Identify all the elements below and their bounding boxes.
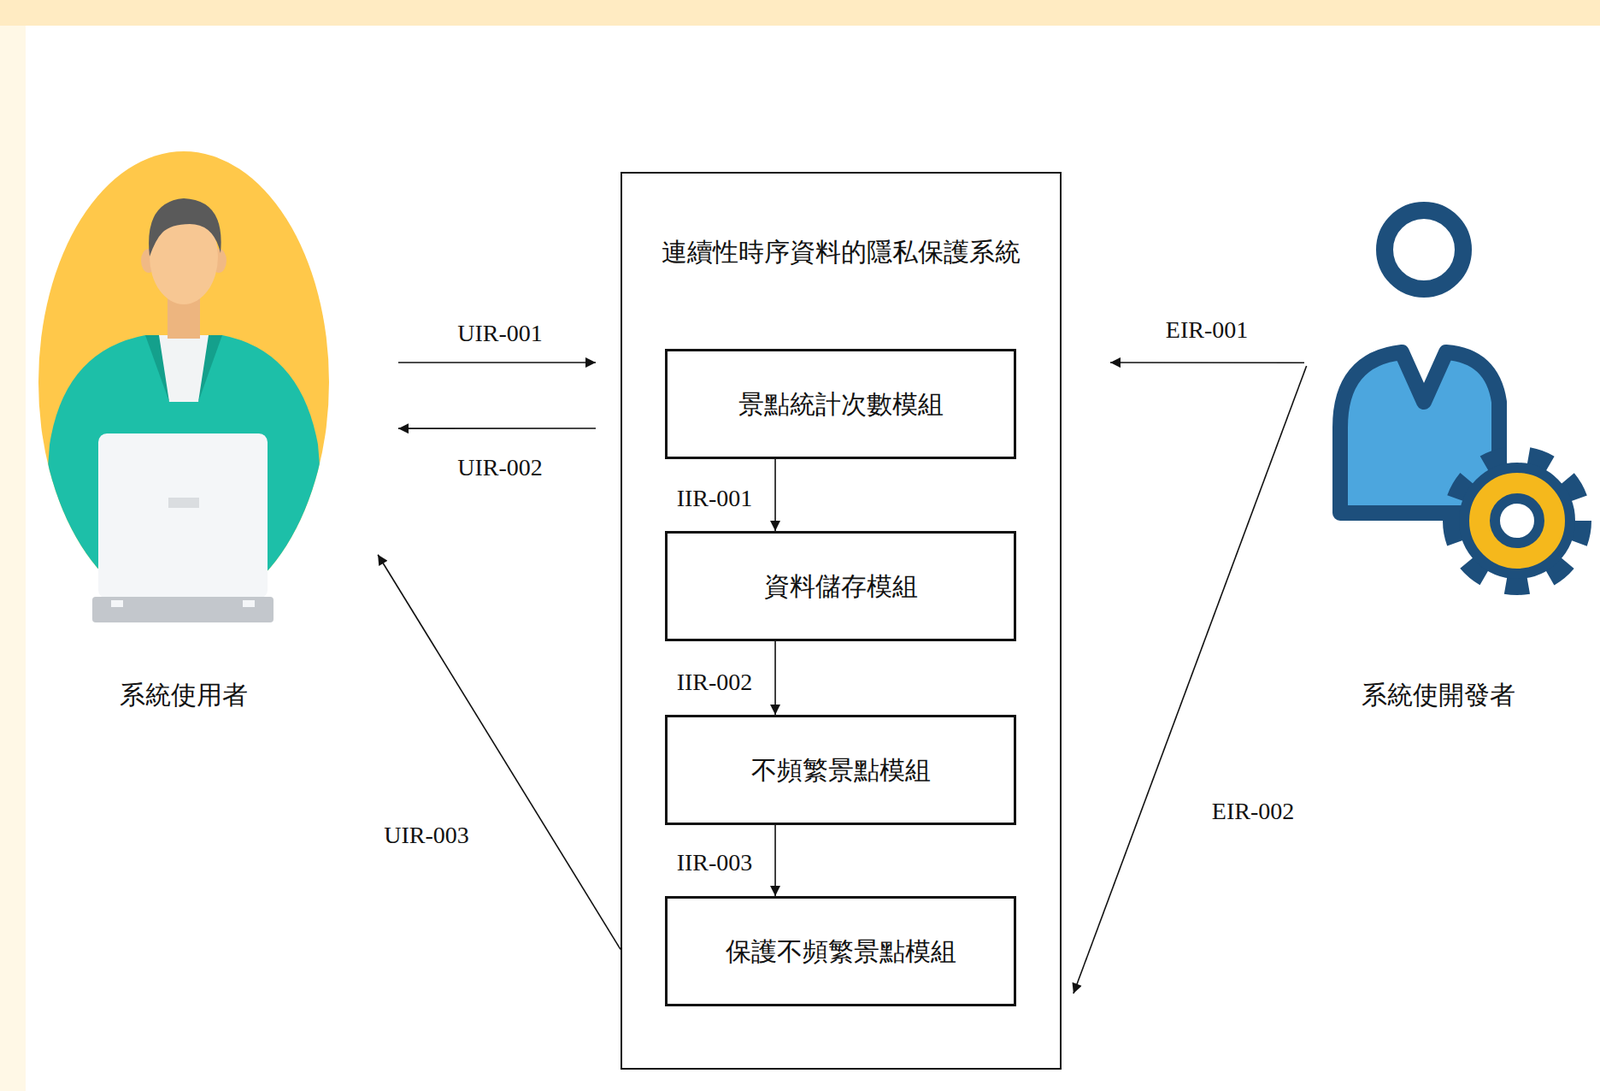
connector-arrow [774, 458, 777, 531]
connector-arrow [1110, 361, 1305, 364]
system-title: 連續性時序資料的隱私保護系統 [622, 173, 1060, 268]
laptop-hinge [242, 600, 255, 607]
side-band [0, 25, 26, 1091]
actor-label: 系統使用者 [34, 679, 334, 711]
process-box: 資料儲存模組 [664, 530, 1017, 642]
actor-developer: 系統使開發者 [1307, 170, 1599, 727]
interface-label: UIR-001 [455, 319, 545, 348]
module-label: 保護不頻繁景點模組 [725, 935, 957, 967]
gear-body [1464, 467, 1571, 574]
actor-label: 系統使開發者 [1307, 679, 1570, 711]
user-hair [148, 198, 222, 257]
user-lapel [145, 335, 170, 402]
developer-illustration [1340, 210, 1581, 584]
module-label: 資料儲存模組 [764, 570, 918, 602]
interface-label: UIR-003 [382, 821, 471, 849]
connector-arrow [1073, 365, 1307, 994]
laptop-base [92, 596, 274, 623]
interface-label: IIR-002 [675, 668, 755, 696]
connector-arrow [377, 554, 621, 950]
process-box: 景點統計次數模組 [664, 348, 1017, 459]
actor-user: 系統使用者 [34, 145, 377, 727]
user-illustration [34, 151, 336, 650]
connector-arrow [774, 824, 777, 896]
connector-arrow [398, 427, 596, 430]
user-jacket [34, 335, 336, 650]
laptop-lid [98, 433, 268, 599]
interface-label: UIR-002 [455, 453, 545, 482]
module-label: 不頻繁景點模組 [751, 754, 931, 786]
connector-arrow [774, 641, 777, 715]
user-lapel [198, 335, 223, 402]
interface-label: IIR-001 [675, 484, 755, 512]
connector-arrow [398, 361, 596, 364]
gear-hole [1494, 498, 1540, 543]
laptop-logo [168, 497, 200, 508]
interface-label: EIR-001 [1164, 316, 1250, 344]
process-box: 保護不頻繁景點模組 [664, 895, 1017, 1006]
developer-head [1384, 210, 1464, 289]
top-band [0, 0, 1600, 26]
interface-label: EIR-002 [1210, 797, 1296, 825]
process-box: 不頻繁景點模組 [664, 714, 1017, 825]
interface-label: IIR-003 [675, 848, 755, 877]
laptop-hinge [111, 600, 124, 607]
module-label: 景點統計次數模組 [738, 388, 944, 420]
system-box: 景點統計次數模組資料儲存模組不頻繁景點模組保護不頻繁景點模組 連續性時序資料的隱私… [620, 171, 1062, 1070]
gear-teeth [1453, 457, 1581, 584]
